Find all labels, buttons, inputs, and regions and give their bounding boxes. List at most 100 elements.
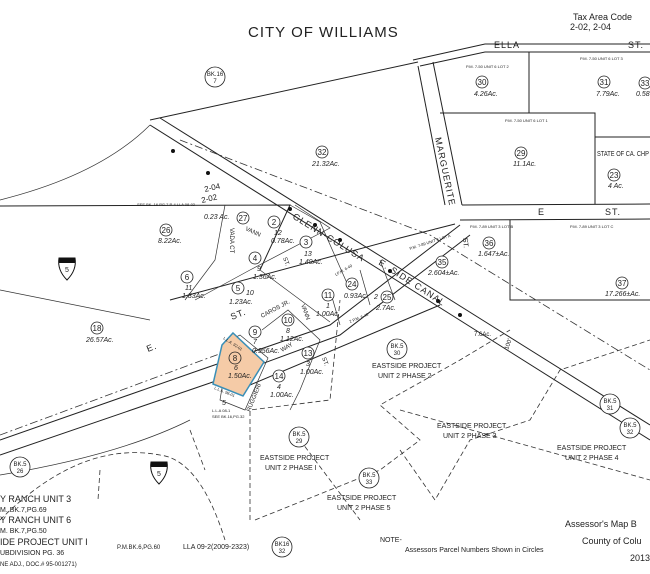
parcels-20-acres: 0.956Ac. [252,348,280,355]
parcels-3-ref: P.M. 7-50 UNIT 6 LOT 1 [505,118,548,123]
projects-2-l1: EASTSIDE PROJECT [557,445,627,452]
books-7-pg: 26 [17,469,24,475]
books-5-bk: BK.5 [362,473,376,479]
books-6-bk: BK16 [275,542,290,548]
projects-4-l2: UNIT 2 PHASE 5 [337,505,391,512]
parcels-18-ref: 2 P.M. 6-40 [349,311,370,323]
parcel-9[interactable]: 970.956Ac. [248,325,280,355]
state-of-ca-chp-label: STATE OF CA. CHP [597,151,649,158]
book-ref: BK.531 [599,393,621,415]
parcels-21-acres: 1.12Ac. [280,336,304,343]
dimension-label: 7.6Ac. [474,332,491,338]
parcels-1-acres: 7.79Ac. [596,91,620,98]
footer-year: 2013 [630,553,650,563]
interstate: 5 [157,471,161,478]
parcels-7-num: 35 [438,258,447,267]
projects-2-l2: UNIT 2 PHASE 4 [565,455,619,462]
parcels-6-num: 36 [485,239,494,248]
parcel-4[interactable]: 491.36Ac. [248,251,277,281]
parcels-15-acres: 1.23Ac. [229,299,253,306]
parcels-10-num: 27 [239,214,248,223]
parcels-16-num: 11 [324,291,333,300]
book-ref: BK.526 [9,456,31,478]
parcels-14-num: 6 [185,273,190,282]
legend_left-5: UBDIVISION PG. 36 [0,550,64,557]
parcels-18-acres: 2.7Ac. [375,305,396,312]
parcels-18-lot: 2 [373,294,378,301]
parcels-14-acres: 1.83Ac. [182,293,206,300]
street-marguerite: MARGUERITE [433,136,457,207]
book-ref: BK.530 [386,338,408,360]
parcels-9-num: 26 [162,226,171,235]
street-ella-st: ST. [628,40,644,50]
parcel-33[interactable]: 330.58 [636,76,650,98]
projects-3-l2: UNIT 2 PHASE I [265,465,317,472]
parcels-10-acres: 0.23 Ac. [204,214,229,221]
parcels-0-acres: 4.26Ac. [474,91,498,98]
projects-1-l1: EASTSIDE PROJECT [437,423,507,430]
footer-county: County of Colu [582,536,642,546]
projects-0-l2: UNIT 2 PHASE 2 [378,373,432,380]
subdivision-legend: Y RANCH UNIT 3 M. BK.7,PG.69 Y RANCH UNI… [0,494,88,568]
parcel-2[interactable]: 2 120.78Ac. [267,215,295,245]
note-text: Assessors Parcel Numbers Shown in Circle… [405,547,544,554]
highlighted-parcel-8[interactable] [212,331,265,397]
parcels-11-num: 2 [272,218,277,227]
boundary-markers [171,149,462,317]
parcels-11-acres: 0.78Ac. [271,238,295,245]
street-vann-2: VANN [299,304,310,321]
parcels-17-acres: 0.93Ac. [344,293,368,300]
tax-line-lower: 2-02 [200,192,218,204]
road-lines [0,43,650,541]
projects-1-l2: UNIT 2 PHASE 3 [443,433,497,440]
parcel-27[interactable]: 0.23 Ac. 27 [204,211,250,225]
parcels-22-acres: 1.50Ac. [228,373,252,380]
parcels-21-num: 10 [284,316,293,325]
legend_left-4: IDE PROJECT UNIT I [0,537,88,547]
parcels-16-lot: 1 [326,303,330,310]
books-2-bk: BK.5 [603,399,617,405]
parcels-15-num: 5 [236,284,241,293]
parcels-12-lot: 13 [304,251,312,258]
book-ref: BK.167 [204,66,226,88]
legend_left-2: Y RANCH UNIT 6 [0,515,71,525]
map-title: CITY OF WILLIAMS [248,24,399,41]
books-3-bk: BK.5 [623,423,637,429]
parcels-8-num: 37 [618,279,627,288]
parcels-3-num: 29 [517,149,526,158]
street-ella: ELLA [494,40,520,50]
parcels-14-lot: 11 [185,285,192,292]
parcel-6[interactable]: 6 111.83Ac. [180,270,206,300]
parcels-1-ref: P.M. 7-50 UNIT 6 LOT 3 [580,56,623,61]
parcels-13-acres: 1.36Ac. [253,274,277,281]
parcels-16-acres: 1.00Ac. [316,311,340,318]
books-4-bk: BK.5 [292,432,306,438]
street-e: E [538,207,545,217]
parcels-17-ref: LP.M. 6-40 [334,263,354,277]
dimension-label-2: 100' [504,338,513,351]
legend_left-6: NE ADJ., DOC.# 95-001271) [0,562,77,568]
parcels-22-lot: 6 [234,365,238,372]
parcels-9-acres: 8.22Ac. [158,238,182,245]
street-way: WAY [280,342,294,354]
parcels-11-lot: 12 [274,230,282,237]
books-4-pg: 29 [296,439,303,445]
